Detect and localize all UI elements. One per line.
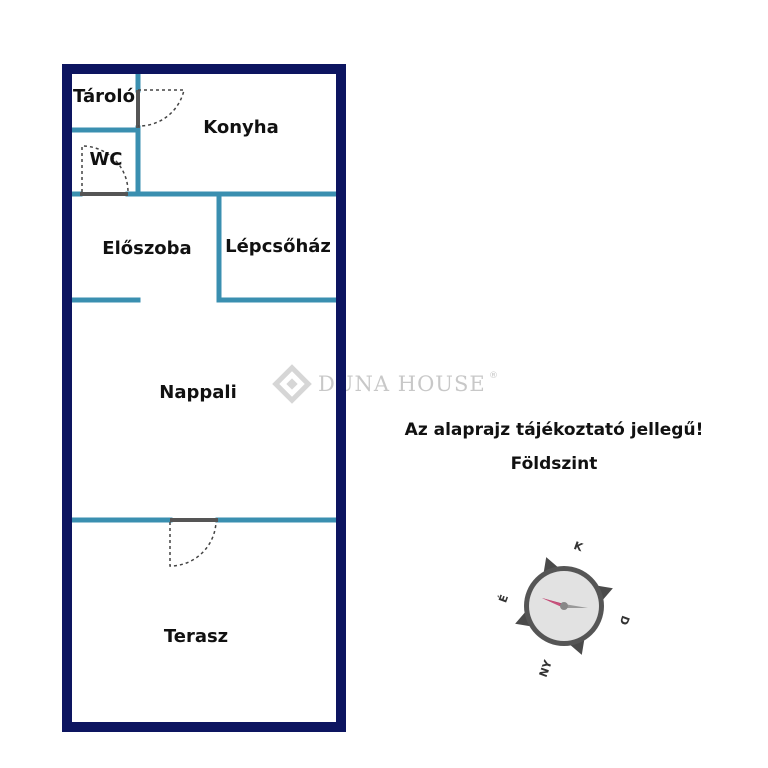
compass-letter-north: É: [496, 593, 511, 605]
watermark-registered-mark: ®: [489, 371, 498, 381]
room-labels: Tároló Konyha WC Előszoba Lépcsőház Napp…: [73, 86, 331, 647]
room-label-stairwell: Lépcsőház: [225, 236, 331, 257]
door-sills: [80, 90, 218, 522]
compass-needle-south: [564, 604, 588, 608]
floor-name: Földszint: [510, 454, 598, 474]
door-swings: [81, 89, 217, 567]
room-label-wc: WC: [89, 149, 122, 170]
interior-walls: [69, 69, 339, 523]
terrace-door-swing: [169, 521, 217, 567]
watermark: DUNA HOUSE ®: [272, 364, 498, 404]
disclaimer-note: Az alaprajz tájékoztató jellegű!: [404, 420, 704, 440]
compass-letter-south: D: [617, 614, 632, 627]
outer-wall: [62, 64, 346, 732]
duna-house-logo-icon: [272, 364, 312, 404]
room-label-living: Nappali: [159, 382, 236, 403]
compass-letter-west: NY: [537, 658, 555, 680]
wc-door-swing: [81, 145, 129, 193]
room-label-kitchen: Konyha: [203, 117, 279, 138]
compass-letter-east: K: [572, 539, 585, 554]
room-label-hall: Előszoba: [102, 238, 191, 259]
room-label-storage: Tároló: [73, 86, 135, 107]
compass-icon: [515, 557, 613, 655]
storage-door-swing: [137, 89, 185, 127]
room-label-terrace: Terasz: [164, 626, 228, 647]
compass: É K D NY: [496, 539, 632, 679]
